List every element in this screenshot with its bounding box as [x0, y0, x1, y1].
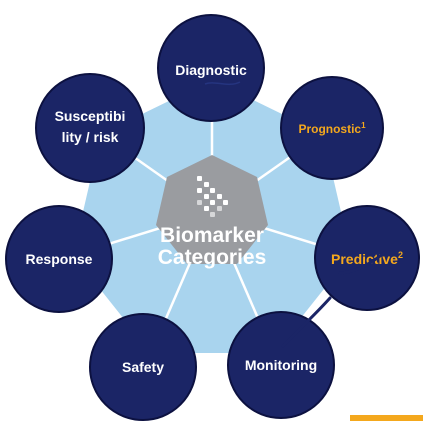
node-susceptibility-label-line1: Susceptibi	[55, 108, 126, 124]
orange-accent-bar	[350, 415, 423, 421]
node-response[interactable]: Response	[5, 205, 113, 313]
node-susceptibility[interactable]: Susceptibi lity / risk	[35, 73, 145, 183]
annotation-scribble-diagnostic	[204, 81, 241, 86]
node-diagnostic[interactable]: Diagnostic	[157, 14, 265, 122]
node-prognostic-sup: 1	[361, 121, 366, 130]
node-prognostic[interactable]: Prognostic1	[280, 76, 384, 180]
node-safety[interactable]: Safety	[89, 313, 197, 421]
center-title-line2: Categories	[158, 246, 267, 269]
node-response-label: Response	[26, 251, 93, 267]
node-diagnostic-label: Diagnostic	[175, 62, 247, 78]
node-prognostic-label: Prognostic	[298, 122, 361, 136]
node-safety-label: Safety	[122, 359, 164, 375]
inner-heptagon	[156, 155, 268, 264]
annotation-stroke-predictive	[281, 250, 387, 348]
node-monitoring[interactable]: Monitoring	[227, 311, 335, 419]
node-predictive[interactable]: Predictive2	[314, 205, 420, 311]
node-predictive-sup: 2	[398, 250, 403, 260]
node-prognostic-text: Prognostic1	[298, 121, 366, 136]
node-susceptibility-label-line2: lity / risk	[62, 129, 119, 145]
molecule-dots-icon	[197, 176, 228, 217]
center-title-line1: Biomarker	[160, 224, 264, 247]
node-monitoring-label: Monitoring	[245, 357, 317, 373]
